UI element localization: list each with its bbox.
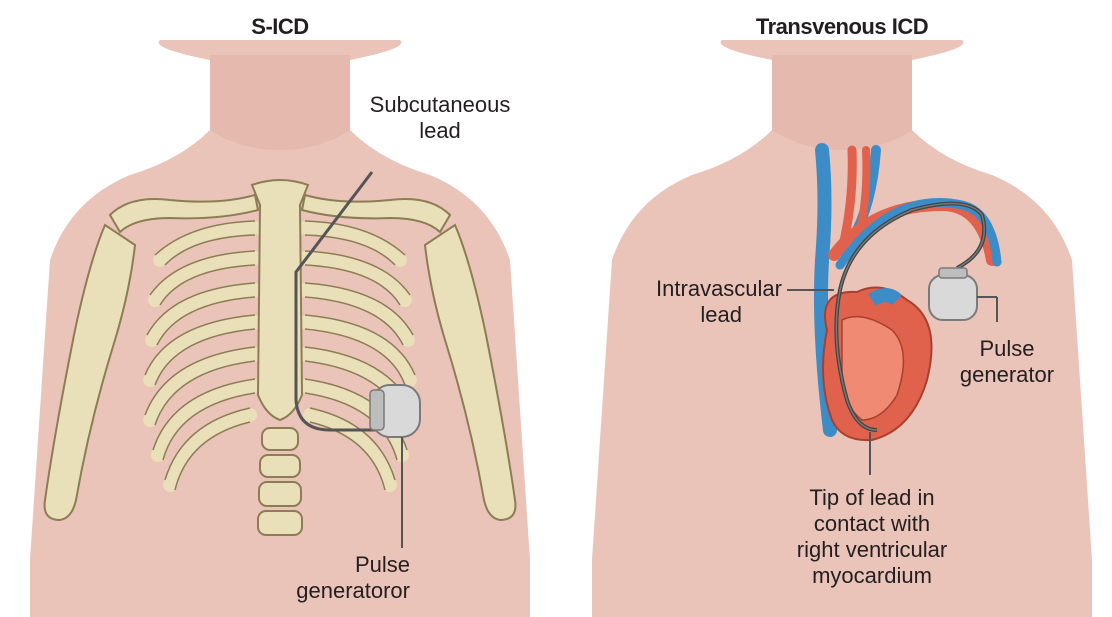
intravascular-lead-label: Intravascular lead xyxy=(602,276,782,328)
sicd-pulse-generator-label: Pulse generatoror xyxy=(290,552,410,604)
transvenous-pulse-generator-label: Pulse generator xyxy=(932,336,1082,388)
transvenous-pulse-generator xyxy=(929,268,977,320)
spine xyxy=(258,428,302,535)
neck xyxy=(772,55,912,150)
sternum xyxy=(252,180,308,420)
pulmonary-artery xyxy=(872,295,897,300)
transvenous-icd-panel: Transvenous ICD Intravascular lead Pulse… xyxy=(572,0,1112,617)
sicd-panel: S-ICD Subcutaneous lead Pulse generatoro… xyxy=(10,0,550,617)
neck xyxy=(210,55,350,150)
subcutaneous-lead-label: Subcutaneous lead xyxy=(350,92,530,144)
tip-of-lead-label: Tip of lead in contact with right ventri… xyxy=(762,485,982,589)
transvenous-title: Transvenous ICD xyxy=(572,14,1112,40)
sicd-pulse-generator xyxy=(370,385,420,437)
sicd-title: S-ICD xyxy=(10,14,550,40)
